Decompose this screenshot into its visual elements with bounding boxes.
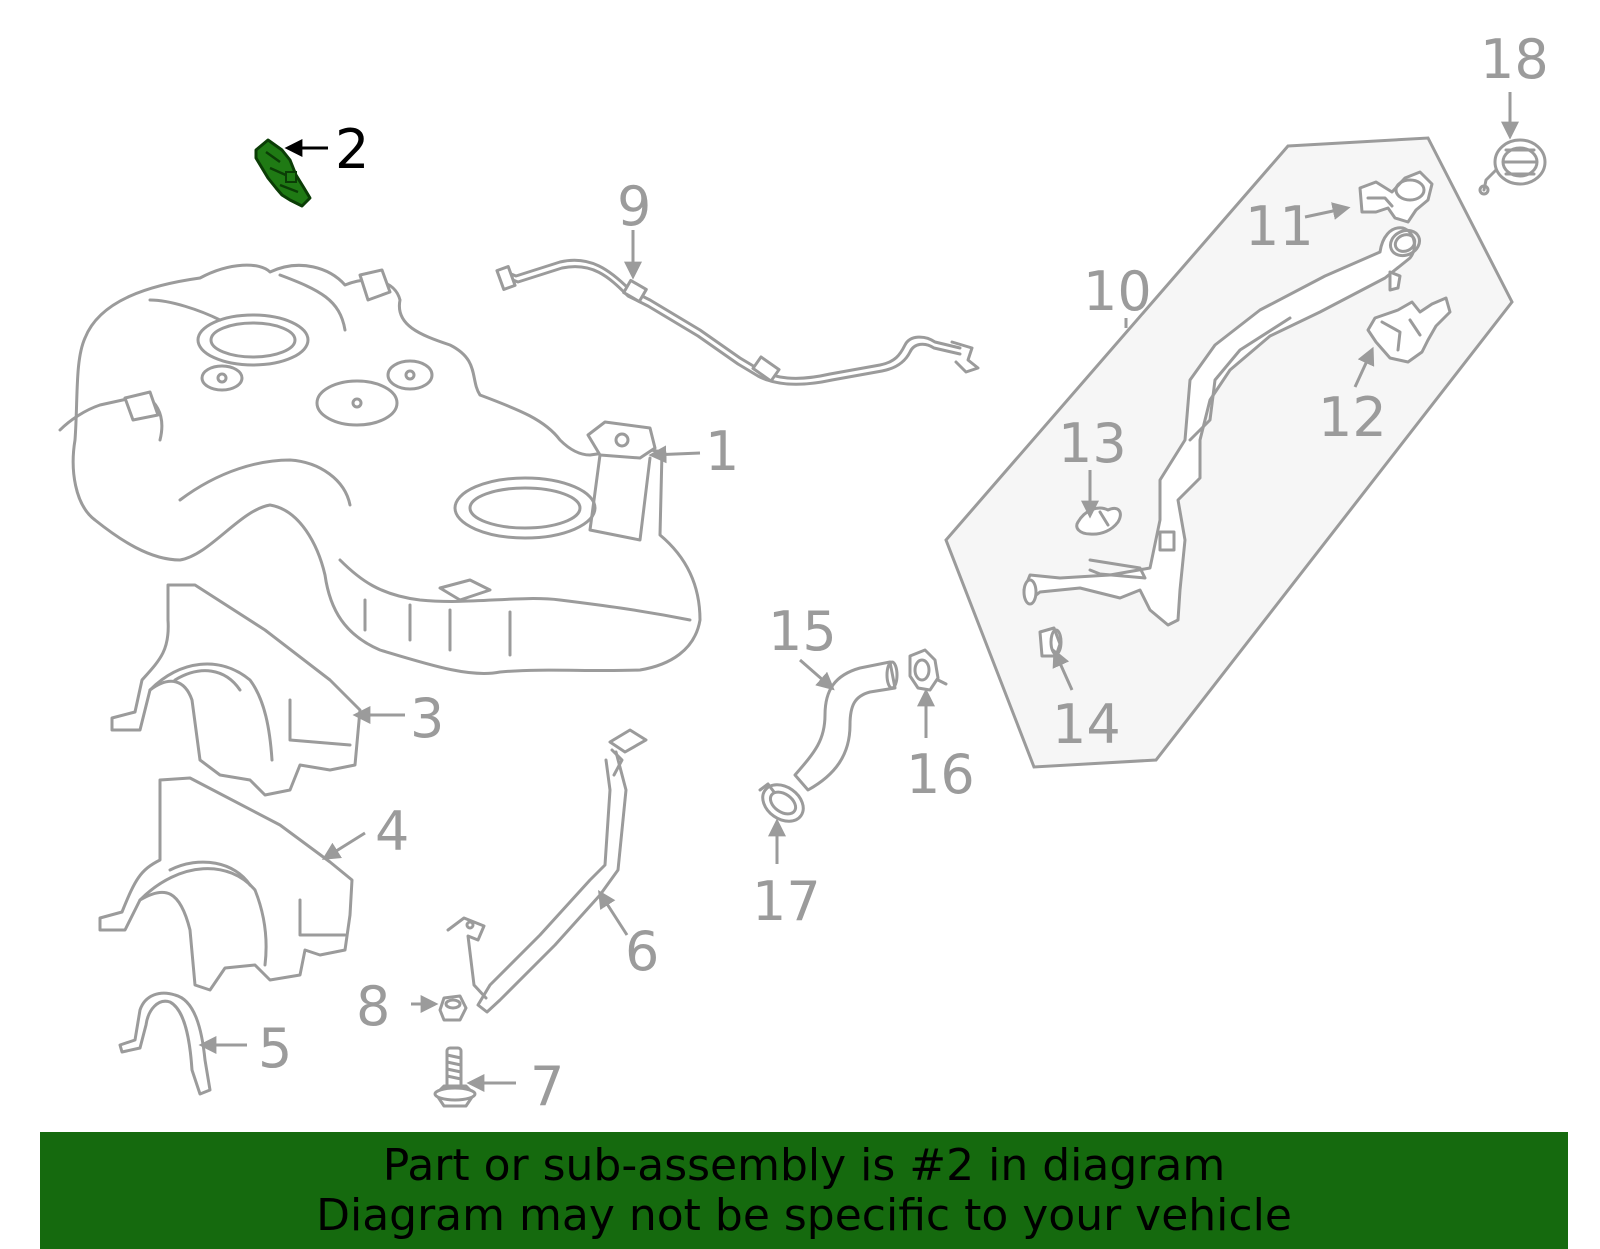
callout-10: 10 bbox=[1083, 260, 1152, 323]
filler-neck-inset-box bbox=[944, 136, 1514, 769]
callout-18: 18 bbox=[1480, 28, 1549, 91]
callout-6: 6 bbox=[625, 920, 659, 983]
callout-12: 12 bbox=[1318, 386, 1387, 449]
heat-shield-upper-part[interactable] bbox=[110, 583, 362, 797]
banner-part-note: Part or sub-assembly is #2 in diagram bbox=[382, 1139, 1226, 1191]
clip-part-11[interactable] bbox=[1358, 170, 1434, 224]
callout-4: 4 bbox=[375, 800, 409, 863]
highlighted-part-2[interactable] bbox=[254, 138, 312, 208]
nut-part[interactable] bbox=[438, 994, 468, 1022]
callout-14: 14 bbox=[1052, 693, 1121, 756]
info-banner: Part or sub-assembly is #2 in diagram Di… bbox=[40, 1132, 1568, 1249]
callout-3: 3 bbox=[410, 687, 444, 750]
callout-2: 2 bbox=[335, 118, 369, 181]
callout-8: 8 bbox=[356, 975, 390, 1038]
banner-disclaimer: Diagram may not be specific to your vehi… bbox=[316, 1189, 1292, 1241]
fuel-cap-part[interactable] bbox=[1478, 138, 1547, 196]
tank-strap-part[interactable] bbox=[446, 728, 648, 1014]
callout-1: 1 bbox=[705, 420, 739, 483]
callout-9: 9 bbox=[617, 175, 651, 238]
bolt-part[interactable] bbox=[433, 1046, 477, 1108]
fuel-tank-part[interactable] bbox=[58, 263, 702, 675]
callout-11: 11 bbox=[1245, 195, 1314, 258]
bracket-part-12[interactable] bbox=[1366, 296, 1452, 364]
vapor-line-part[interactable] bbox=[495, 258, 980, 386]
callout-15: 15 bbox=[768, 600, 837, 663]
hose-clamp-part[interactable] bbox=[756, 777, 810, 828]
callout-5: 5 bbox=[258, 1017, 292, 1080]
callout-17: 17 bbox=[752, 870, 821, 933]
fuel-system-diagram: 1 2 3 4 5 6 7 8 9 10 11 12 13 14 15 16 1… bbox=[58, 28, 1549, 1118]
callout-13: 13 bbox=[1058, 412, 1127, 475]
gasket-part[interactable] bbox=[908, 648, 948, 692]
callout-16: 16 bbox=[906, 743, 975, 806]
callout-7: 7 bbox=[530, 1055, 564, 1118]
heat-shield-lower-part[interactable] bbox=[98, 776, 354, 992]
clamp-part-14[interactable] bbox=[1038, 626, 1063, 658]
hose-part[interactable] bbox=[793, 660, 899, 792]
filler-neck-part[interactable] bbox=[1022, 226, 1424, 627]
strap-part[interactable] bbox=[118, 991, 212, 1096]
